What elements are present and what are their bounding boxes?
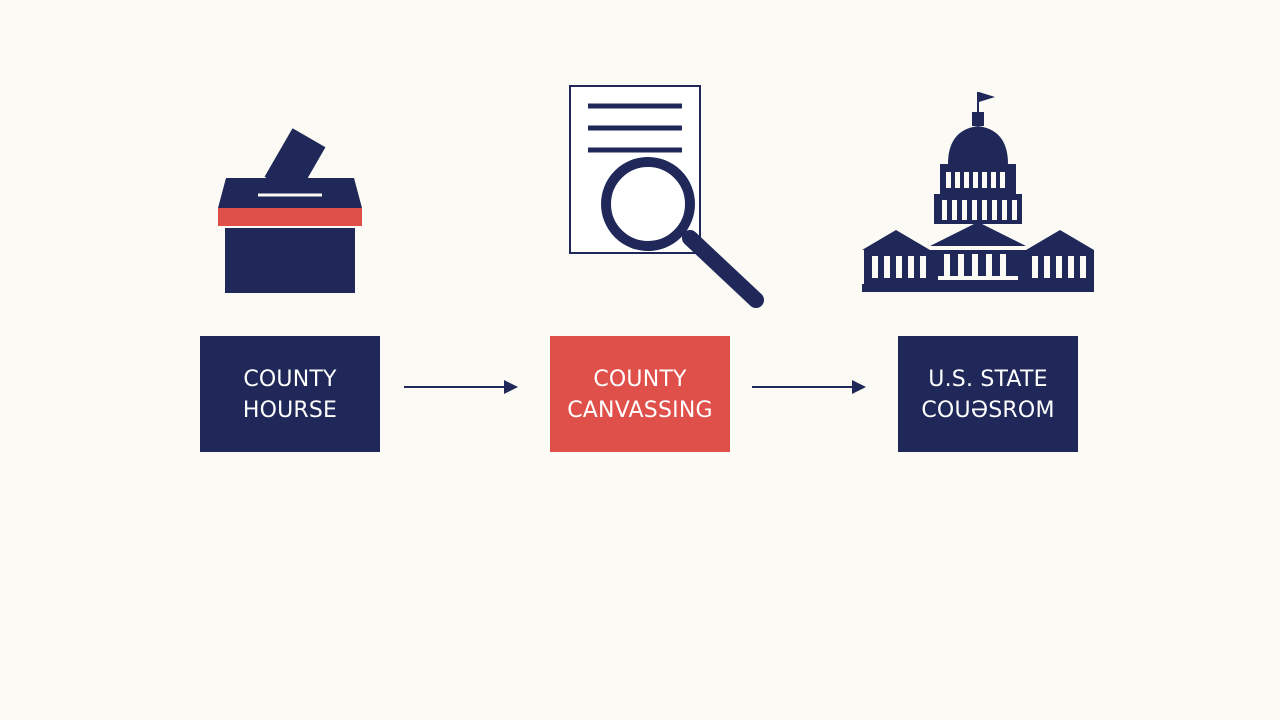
right-wing-roof: [1026, 230, 1094, 250]
step-box-state: U.S. STATE COUƏSROM: [898, 336, 1078, 452]
flag: [979, 92, 995, 102]
capitol-building-icon: [862, 92, 1094, 292]
step-box-county-hourse: COUNTY HOURSE: [200, 336, 380, 452]
dome: [948, 126, 1008, 164]
step-box-county-canvassing: COUNTY CANVASSING: [550, 336, 730, 452]
step-label-line2: COUƏSROM: [921, 398, 1055, 423]
ballot-box-band: [218, 208, 362, 226]
left-wing-roof: [862, 230, 930, 250]
ballot-box-body: [225, 228, 355, 293]
ballot-box-lid: [218, 178, 362, 208]
step-label-line1: COUNTY: [593, 367, 687, 392]
step-label-line2: CANVASSING: [567, 398, 713, 423]
step-label-line1: U.S. STATE: [928, 367, 1048, 392]
arrow-right-icon: [404, 380, 518, 394]
document-magnifier-icon: [569, 85, 764, 308]
pediment: [930, 222, 1026, 246]
arrow-right-icon: [752, 380, 866, 394]
ballot-box-icon: [218, 128, 362, 293]
magnifier-handle: [682, 230, 764, 308]
step-label-line2: HOURSE: [242, 398, 338, 423]
magnifier-lens: [601, 157, 695, 251]
step-label-line1: COUNTY: [243, 367, 337, 392]
